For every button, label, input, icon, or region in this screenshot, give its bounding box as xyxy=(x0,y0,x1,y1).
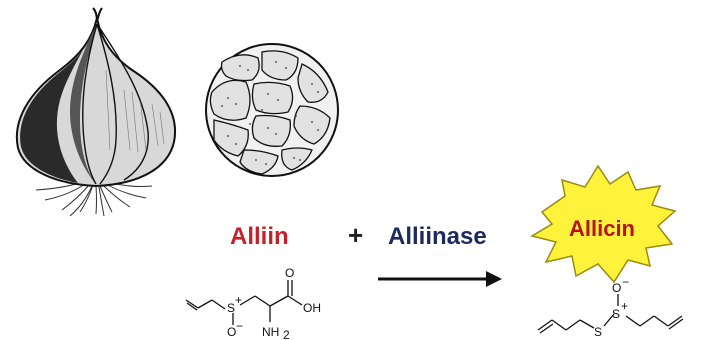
alliin-structure: S + O − O OH NH 2 xyxy=(185,266,321,340)
garlic-bulb-illustration xyxy=(15,7,177,217)
alliin-amine-subscript: 2 xyxy=(283,328,290,340)
allicin-sulfur-charge: + xyxy=(621,299,628,313)
alliin-carbonyl-oxygen: O xyxy=(285,266,294,280)
alliinase-label: Alliinase xyxy=(388,223,487,250)
alliin-sulfur-charge: + xyxy=(235,293,242,307)
alliin-oxide: O xyxy=(227,325,236,339)
plant-cell-cluster xyxy=(205,43,339,177)
alliin-sulfur: S xyxy=(227,301,235,315)
alliin-label: Alliin xyxy=(230,223,289,250)
allicin-oxide-charge: − xyxy=(622,275,629,289)
starburst-shape xyxy=(530,164,677,284)
alliin-oxide-charge: − xyxy=(236,319,243,333)
allicin-sulfur-right: S xyxy=(612,307,620,321)
allicin-label: Allicin xyxy=(569,216,635,241)
plus-sign: + xyxy=(348,220,363,250)
allicin-sulfur-left: S xyxy=(594,325,602,339)
alliin-amine: NH xyxy=(262,325,279,339)
allicin-burst: Allicin xyxy=(530,164,677,284)
allicin-structure: O − S S + xyxy=(537,275,684,339)
alliin-hydroxyl: OH xyxy=(303,301,321,315)
reaction-arrow xyxy=(378,271,502,287)
allicin-oxide: O xyxy=(612,281,621,295)
